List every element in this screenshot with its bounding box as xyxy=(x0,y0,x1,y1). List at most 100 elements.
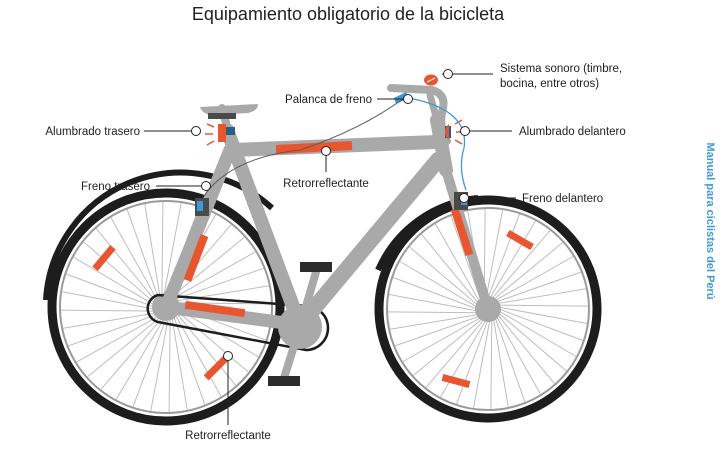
spoke xyxy=(171,317,188,410)
spoke xyxy=(62,291,155,310)
spoke xyxy=(68,314,157,347)
spoke xyxy=(115,318,165,400)
front-rim xyxy=(386,207,590,411)
stem xyxy=(426,91,441,124)
spoke xyxy=(174,314,222,397)
spoke xyxy=(498,310,577,357)
frame-reflector-chainstay xyxy=(184,300,246,318)
spoke xyxy=(387,311,478,314)
rear-light-mount xyxy=(221,127,235,135)
label-brake-lever: Palanca de freno xyxy=(285,94,372,106)
frame-reflector-seatstay xyxy=(183,234,209,282)
spoke xyxy=(493,242,564,300)
seat-tube xyxy=(220,123,307,332)
spoke xyxy=(497,314,555,385)
rear-wheel xyxy=(43,169,285,426)
down-tube xyxy=(292,152,446,333)
rear-light-lens xyxy=(218,124,226,142)
spoke xyxy=(173,316,206,405)
label-frame-reflector: Retrorreflectante xyxy=(283,178,369,190)
spoke xyxy=(168,318,171,413)
spoke xyxy=(456,319,489,405)
spoke xyxy=(390,314,479,330)
spoke xyxy=(63,312,156,329)
label-rear-light: Alumbrado trasero xyxy=(45,126,140,138)
rear-spokes xyxy=(60,201,272,413)
spoke xyxy=(402,316,482,362)
front-spokes xyxy=(387,208,589,410)
spoke xyxy=(161,201,164,296)
rear-wheel-reflector-1 xyxy=(92,245,116,271)
front-wheel-reflector-1 xyxy=(506,229,534,251)
rear-light-ray-1 xyxy=(206,123,215,128)
spoke xyxy=(498,308,584,341)
spoke xyxy=(485,210,503,299)
label-front-light: Alumbrado delantero xyxy=(519,126,626,138)
rear-tire xyxy=(47,188,285,426)
spoke xyxy=(435,223,481,303)
spoke xyxy=(389,294,478,312)
spoke xyxy=(87,317,161,378)
spoke xyxy=(126,209,159,298)
spoke xyxy=(150,318,169,411)
spoke xyxy=(409,246,479,306)
rear-light-ray-3 xyxy=(206,140,215,146)
spoke xyxy=(110,217,158,300)
rear-light-marker xyxy=(191,126,201,136)
leaders xyxy=(144,69,516,425)
front-tire xyxy=(374,195,602,423)
wheel-reflector-marker xyxy=(223,351,233,361)
spoke xyxy=(490,319,493,410)
spoke xyxy=(496,271,582,303)
spoke xyxy=(498,306,587,324)
brake-lever-marker xyxy=(403,94,413,104)
spoke xyxy=(394,315,480,347)
saddle-rail xyxy=(208,113,236,119)
spoke xyxy=(489,220,536,299)
spoke xyxy=(412,318,483,376)
spoke xyxy=(399,261,478,308)
diagram-title: Equipamiento obligatorio de la bicicleta xyxy=(191,4,505,24)
spoke xyxy=(425,318,485,388)
spoke xyxy=(100,317,163,390)
saddle xyxy=(200,104,258,115)
label-wheel-reflector: Retrorreflectante xyxy=(185,430,271,442)
spoke xyxy=(173,251,256,299)
bell-icon xyxy=(424,74,438,86)
label-sound-line2: bocina, entre otros) xyxy=(500,78,599,90)
spoke xyxy=(498,304,589,307)
spoke xyxy=(132,318,167,407)
spoke xyxy=(450,215,482,301)
spoke xyxy=(440,319,487,398)
spoke xyxy=(473,319,491,408)
front-brake-cable xyxy=(408,97,467,191)
rear-wheel-reflector-2 xyxy=(203,355,229,381)
front-light-ray-3 xyxy=(454,139,463,145)
spoke xyxy=(421,233,479,304)
sound-marker xyxy=(443,69,453,79)
label-sound-line1: Sistema sonoro (timbre, xyxy=(500,63,622,75)
spoke xyxy=(392,277,478,310)
spoke xyxy=(171,236,245,297)
spoke xyxy=(76,315,159,363)
spoke xyxy=(494,256,574,302)
bell-highlight xyxy=(426,77,436,83)
seat-stay xyxy=(159,143,237,314)
crank-arm-upper xyxy=(296,268,320,331)
spoke xyxy=(144,204,161,297)
spoke xyxy=(176,310,249,373)
label-rear-brake: Freno trasero xyxy=(81,181,150,193)
spoke xyxy=(66,273,155,308)
handlebar xyxy=(387,84,451,145)
spoke xyxy=(83,241,156,304)
spoke xyxy=(60,309,155,312)
front-light-lens xyxy=(445,124,449,140)
front-wheel-reflector-2 xyxy=(441,373,471,389)
rear-brake-cable xyxy=(203,98,404,197)
spoke xyxy=(73,256,155,306)
fork-reflector xyxy=(450,207,474,257)
spoke xyxy=(495,315,541,395)
front-light-marker xyxy=(460,126,470,136)
spoke xyxy=(497,312,567,372)
